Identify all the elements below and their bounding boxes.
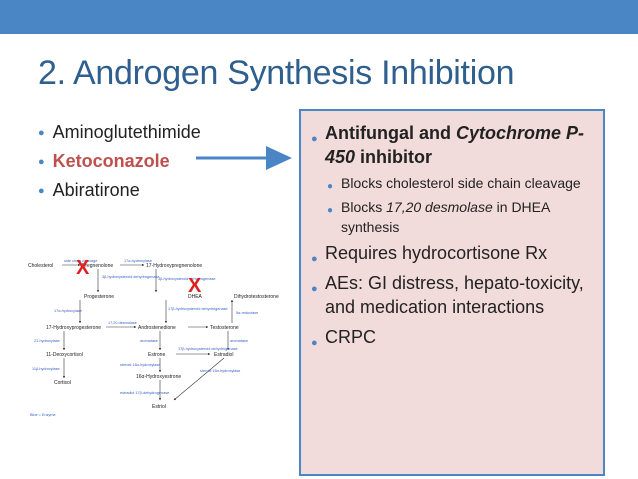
diagram-label: 11-Deoxycortisol — [46, 352, 83, 358]
drug-label: Abiratirone — [52, 180, 140, 200]
bullet-dot-icon: ● — [311, 253, 318, 265]
diagram-label: 17-Hydroxyprogesterone — [46, 325, 101, 331]
diagram-label: 16α-Hydroxyestrone — [136, 374, 181, 380]
diagram-label: Testosterone — [210, 325, 239, 331]
drug-label: Aminoglutethimide — [52, 122, 201, 142]
drug-label-highlight: Ketoconazole — [52, 151, 170, 171]
enzyme-label: 3β-hydroxysteroid dehydrogenase — [158, 277, 215, 281]
top-accent-bar — [0, 0, 638, 34]
enzyme-label: 17β-hydroxysteroid dehydrogenase — [168, 307, 228, 311]
slide-title: 2. Androgen Synthesis Inhibition — [38, 54, 515, 92]
drug-list: ● Aminoglutethimide ● Ketoconazole ● Abirat… — [38, 118, 201, 205]
detail-subitem-desmolase: ● Blocks 17,20 desmolase in DHEA synthes… — [327, 199, 550, 235]
diagram-label: Cholesterol — [28, 263, 53, 269]
enzyme-label: 17β-hydroxysteroid dehydrogenase — [178, 347, 238, 351]
drug-item-abiratirone: ● Abiratirone — [38, 176, 201, 205]
drug-item-ketoconazole: ● Ketoconazole — [38, 147, 201, 176]
enzyme-label: 21-hydroxylase — [34, 339, 60, 343]
right-arrow-icon — [196, 146, 292, 170]
bullet-dot-icon: ● — [327, 181, 334, 192]
drug-item-aminoglutethimide: ● Aminoglutethimide — [38, 118, 201, 147]
diagram-label: Estriol — [152, 404, 166, 410]
diagram-label: 17-Hydroxypregnenolone — [146, 263, 202, 269]
enzyme-label: 11β-hydroxylase — [32, 367, 60, 371]
steroidogenesis-pathway-diagram: Cholesterol Pregnenolone 17-Hydroxypregn… — [28, 257, 279, 417]
diagram-label: Pregnenolone — [82, 263, 113, 269]
diagram-label: Progesterone — [84, 294, 114, 300]
bullet-dot-icon: ● — [38, 126, 45, 139]
inhibition-x-mark: X — [76, 257, 90, 279]
diagram-label: Estradiol — [214, 352, 233, 358]
enzyme-legend-note: Blue = Enzyme — [30, 413, 56, 417]
enzyme-label: side chain cleavage — [64, 259, 97, 263]
enzyme-label: steroid 16α-hydroxylase — [200, 369, 240, 373]
enzyme-label: aromatase — [140, 339, 158, 343]
ketoconazole-details-panel: ● Antifungal and Cytochrome P-450 inhibi… — [299, 109, 605, 476]
bullet-dot-icon: ● — [311, 283, 318, 295]
bullet-dot-icon: ● — [38, 155, 45, 168]
diagram-label: Androstenedione — [138, 325, 176, 331]
inhibition-x-mark: X — [188, 275, 202, 297]
diagram-label: Dihydrotestosterone — [234, 294, 279, 300]
enzyme-label: 17α-hydroxylase — [54, 309, 82, 313]
enzyme-label: 17,20 desmolase — [108, 321, 137, 325]
detail-item-mechanism: ● Antifungal and Cytochrome P-450 inhibi… — [311, 123, 585, 167]
bullet-dot-icon: ● — [311, 337, 318, 349]
detail-item-hydrocortisone: ● Requires hydrocortisone Rx — [311, 241, 601, 265]
enzyme-label: 5α-reductase — [236, 311, 258, 315]
detail-item-crpc: ● CRPC — [311, 325, 601, 349]
enzyme-label: 3β-hydroxysteroid dehydrogenase — [102, 275, 159, 279]
detail-item-adverse-effects: ● AEs: GI distress, hepato-toxicity, and… — [311, 273, 584, 317]
enzyme-label: estradiol 17β-dehydrogenase — [120, 391, 169, 395]
bullet-dot-icon: ● — [327, 205, 334, 216]
enzyme-label: steroid 16α-hydroxylase — [120, 363, 160, 367]
detail-subitem-side-chain: ● Blocks cholesterol side chain cleavage — [327, 173, 601, 193]
bullet-dot-icon: ● — [311, 133, 318, 145]
enzyme-label: aromatase — [230, 339, 248, 343]
diagram-label: Estrone — [148, 352, 165, 358]
enzyme-label: 17α-hydroxylase — [124, 259, 152, 263]
bullet-dot-icon: ● — [38, 184, 45, 197]
diagram-label: DHEA — [188, 294, 203, 300]
diagram-label: Cortisol — [54, 380, 71, 386]
